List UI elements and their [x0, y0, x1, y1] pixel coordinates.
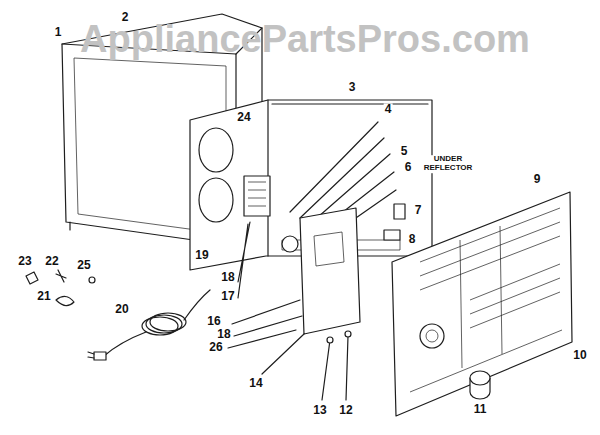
fan-motor [199, 128, 298, 298]
callout-number: 2 [121, 11, 130, 24]
callout-number: 18 [216, 328, 231, 341]
callout-number: 3 [348, 81, 357, 94]
callout-number: 1 [54, 26, 63, 39]
front-grille [392, 192, 572, 416]
callout-number: 4 [384, 103, 393, 116]
note-text: UNDER REFLECTOR [422, 155, 474, 173]
switch-parts [384, 204, 405, 240]
callout-number: 11 [473, 403, 488, 416]
callout-number: 10 [572, 349, 587, 362]
callout-number: 20 [114, 303, 129, 316]
power-cord [88, 290, 210, 360]
callout-number: 18 [220, 271, 235, 284]
watermark: AppliancePartsPros.com [79, 19, 531, 61]
callout-number: 24 [236, 111, 251, 124]
control-bracket [228, 208, 360, 400]
callout-number: 5 [400, 145, 409, 158]
callout-number: 19 [194, 249, 209, 262]
callout-number: 14 [248, 377, 263, 390]
callout-number: 8 [408, 233, 417, 246]
knob [470, 371, 490, 399]
hardware [26, 270, 95, 306]
callout-number: 6 [404, 161, 413, 174]
callout-number: 17 [220, 290, 235, 303]
callout-number: 23 [17, 255, 32, 268]
callout-number: 13 [312, 404, 327, 417]
callout-number: 12 [338, 404, 353, 417]
callout-number: 9 [533, 173, 542, 186]
callout-number: 16 [206, 315, 221, 328]
callout-number: 21 [36, 290, 51, 303]
callout-number: 22 [44, 255, 59, 268]
callout-number: 26 [208, 341, 223, 354]
callout-number: 25 [76, 259, 91, 272]
callout-number: 7 [414, 204, 423, 217]
